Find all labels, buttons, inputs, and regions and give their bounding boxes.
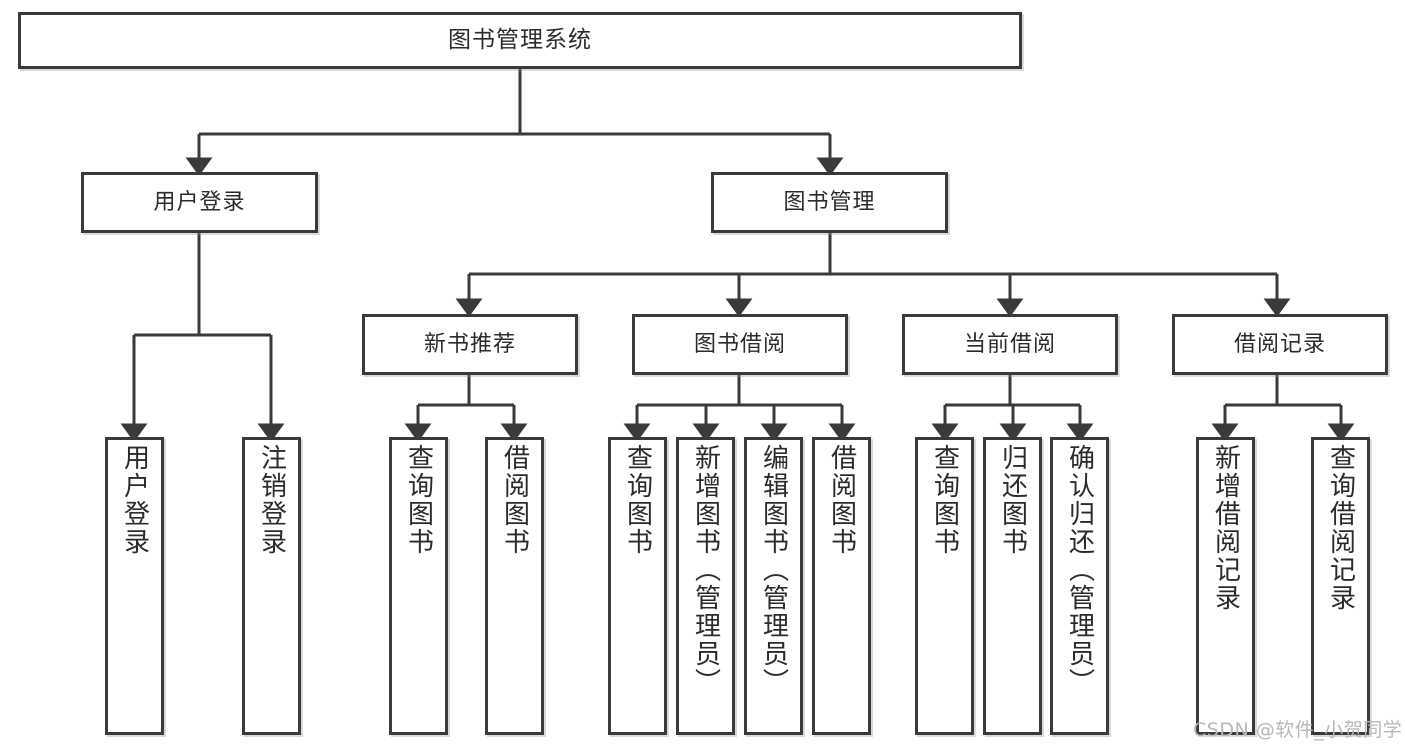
- node-book-borrow[interactable]: 图书借阅: [632, 314, 848, 375]
- leaf-borrow-add-book-admin[interactable]: 新增图书（管理员）: [676, 437, 735, 735]
- node-label: 查询图书: [403, 444, 434, 556]
- node-root-system[interactable]: 图书管理系统: [18, 12, 1022, 69]
- node-user-login[interactable]: 用户登录: [81, 172, 318, 233]
- node-label: 查询图书: [622, 444, 653, 556]
- node-current-borrow[interactable]: 当前借阅: [902, 314, 1118, 375]
- node-label: 确认归还（管理员）: [1064, 444, 1095, 696]
- node-label: 当前借阅: [963, 331, 1056, 357]
- node-label: 借阅图书: [826, 444, 857, 556]
- node-label: 查询图书: [929, 444, 960, 556]
- leaf-user-logout[interactable]: 注销登录: [242, 437, 301, 735]
- node-label: 图书管理系统: [448, 26, 592, 53]
- node-label: 借阅记录: [1233, 331, 1326, 357]
- node-label: 归还图书: [997, 444, 1028, 556]
- node-label: 编辑图书（管理员）: [758, 444, 789, 696]
- leaf-record-add-record[interactable]: 新增借阅记录: [1196, 437, 1255, 735]
- leaf-user-login[interactable]: 用户登录: [105, 437, 164, 735]
- node-label: 新书推荐: [423, 331, 516, 357]
- node-label: 借阅图书: [499, 444, 530, 556]
- leaf-borrow-query-book[interactable]: 查询图书: [608, 437, 667, 735]
- node-label: 注销登录: [256, 444, 287, 556]
- node-book-management[interactable]: 图书管理: [711, 172, 948, 233]
- node-label: 查询借阅记录: [1325, 444, 1356, 612]
- leaf-newbook-borrow-book[interactable]: 借阅图书: [485, 437, 544, 735]
- node-label: 用户登录: [153, 189, 246, 215]
- node-borrow-record[interactable]: 借阅记录: [1172, 314, 1388, 375]
- leaf-current-query-book[interactable]: 查询图书: [915, 437, 974, 735]
- leaf-current-confirm-return-admin[interactable]: 确认归还（管理员）: [1050, 437, 1109, 735]
- node-new-book-recommend[interactable]: 新书推荐: [362, 314, 578, 375]
- csdn-watermark: CSDN @软件_小贺同学: [1193, 719, 1403, 741]
- node-label: 用户登录: [119, 444, 150, 556]
- node-label: 图书管理: [783, 189, 876, 215]
- leaf-record-query-record[interactable]: 查询借阅记录: [1311, 437, 1370, 735]
- node-label: 新增图书（管理员）: [690, 444, 721, 696]
- node-label: 图书借阅: [693, 331, 786, 357]
- leaf-borrow-borrow-book[interactable]: 借阅图书: [812, 437, 871, 735]
- node-label: 新增借阅记录: [1210, 444, 1241, 612]
- leaf-newbook-query-book[interactable]: 查询图书: [389, 437, 448, 735]
- leaf-current-return-book[interactable]: 归还图书: [983, 437, 1042, 735]
- leaf-borrow-edit-book-admin[interactable]: 编辑图书（管理员）: [744, 437, 803, 735]
